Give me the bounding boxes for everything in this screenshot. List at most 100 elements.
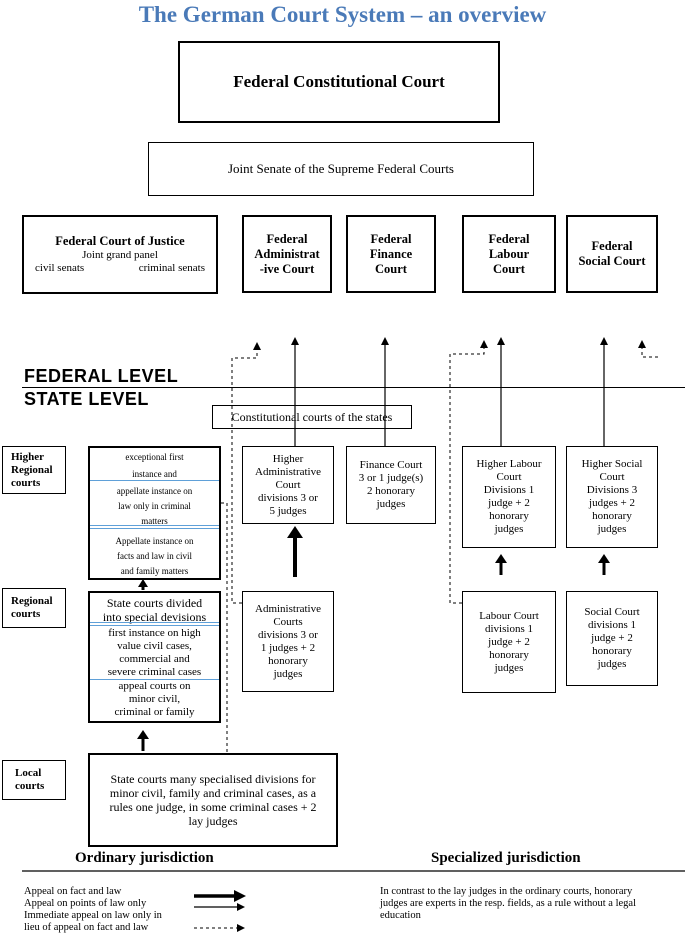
fc-line3: 2 honorary (367, 485, 415, 497)
federal-labour-court-box: Federal Labour Court (462, 215, 556, 293)
federal-court-of-justice-box: Federal Court of Justice Joint grand pan… (22, 215, 218, 294)
page-title: The German Court System – an overview (138, 2, 547, 27)
ha-line2: Administrative (255, 465, 321, 478)
hl-line2: Court (496, 471, 522, 483)
note-line1: In contrast to the lay judges in the ord… (380, 886, 633, 897)
higher-regional-court-box: exceptional first instance and appellate… (88, 446, 221, 580)
federal-level-label: FEDERAL LEVEL (24, 366, 179, 386)
local-label-line1: Local (15, 767, 42, 779)
reg-divider-2 (90, 625, 219, 626)
dashed-admin-leapfrog (231, 342, 261, 604)
joint-senate-label: Joint Senate of the Supreme Federal Cour… (227, 161, 454, 176)
hs-line5: honorary (592, 510, 632, 522)
hl-line6: judges (494, 523, 524, 535)
federal-finance-line1: Federal (370, 231, 412, 246)
state-level-label: STATE LEVEL (24, 389, 149, 409)
hr-divider-2 (90, 525, 219, 526)
ac-line5: honorary (268, 654, 308, 667)
fc-line1: Finance Court (359, 459, 423, 471)
finance-court-box: Finance Court 3 or 1 judge(s) 2 honorary… (346, 446, 436, 524)
legend-fact-law: Appeal on fact and law (24, 886, 122, 897)
note-line3: education (380, 910, 421, 921)
reg-text-b1: first instance on high (108, 627, 201, 639)
ac-line3: divisions 3 or (258, 628, 318, 641)
federal-finance-line2: Finance (369, 246, 413, 261)
local-text-4: lay judges (188, 814, 238, 828)
federal-admin-line1: Federal (266, 231, 308, 246)
lc-line5: judges (494, 661, 524, 674)
ac-line1: Administrative (255, 602, 321, 615)
reg-text-c2: minor civil, (128, 693, 181, 705)
federal-constitutional-court-label: Federal Constitutional Court (233, 72, 445, 91)
hr-text-a3: appellate instance on (116, 486, 193, 496)
state-constitutional-courts-label: Constitutional courts of the states (231, 410, 393, 424)
sc-line2: divisions 1 (588, 619, 636, 631)
fc-line2: 3 or 1 judge(s) (358, 472, 424, 484)
reg-text-c1: appeal courts on (118, 680, 191, 692)
federal-admin-line3: -ive Court (259, 261, 315, 276)
legend-immediate-2: lieu of appeal on fact and law (24, 922, 149, 933)
level-divider (22, 387, 685, 388)
hr-text-b2: facts and law in civil (117, 551, 192, 561)
social-court-box: Social Court divisions 1 judge + 2 honor… (566, 591, 658, 686)
hr-divider-3 (90, 528, 219, 529)
ac-line4: 1 judges + 2 (260, 641, 316, 654)
higher-social-court-box: Higher Social Court Divisions 3 judges +… (566, 446, 658, 548)
ha-line4: divisions 3 or (258, 491, 318, 504)
ha-line3: Court (275, 478, 301, 491)
dashed-local-to-higher (221, 502, 228, 754)
federal-finance-line3: Court (375, 261, 407, 276)
civil-senats-label: civil senats (35, 262, 85, 274)
lc-line4: honorary (489, 648, 529, 661)
reg-text-a1: State courts divided (106, 596, 203, 610)
local-text-2: minor civil, family and criminal cases, … (109, 786, 317, 800)
higher-label-line2: Regional (11, 463, 53, 476)
federal-labour-line1: Federal (488, 231, 530, 246)
hl-line1: Higher Labour (476, 458, 542, 470)
federal-administrative-court-box: Federal Administrat -ive Court (242, 215, 332, 293)
regional-courts-label-box: Regional courts (2, 588, 66, 628)
specialized-jurisdiction-label: Specialized jurisdiction (431, 850, 581, 866)
hs-line2: Court (599, 471, 625, 483)
higher-regional-courts-label-box: Higher Regional courts (2, 446, 66, 494)
higher-label-line3: courts (11, 476, 41, 489)
sc-line1: Social Court (584, 606, 640, 618)
federal-social-line2: Social Court (578, 254, 646, 268)
local-courts-label-box: Local courts (2, 760, 66, 800)
legend-immediate-1: Immediate appeal on law only in (24, 910, 162, 921)
federal-constitutional-court-box: Federal Constitutional Court (178, 41, 500, 123)
hr-divider-1 (90, 480, 219, 481)
sc-line5: judges (597, 658, 627, 670)
hl-line4: judge + 2 (488, 497, 530, 509)
regional-label-line2: courts (11, 608, 41, 620)
ha-line1: Higher (272, 452, 304, 465)
local-label-line2: courts (15, 780, 45, 792)
ac-line2: Courts (273, 615, 303, 628)
fc-line4: judges (376, 498, 406, 510)
sc-line4: honorary (592, 645, 632, 657)
local-text-1: State courts many specialised divisions … (110, 772, 316, 786)
lc-line3: judge + 2 (488, 635, 530, 648)
criminal-senats-label: criminal senats (138, 262, 205, 274)
federal-admin-line2: Administrat (254, 246, 320, 261)
regional-label-line1: Regional (11, 595, 53, 607)
ac-line6: judges (273, 667, 303, 680)
ordinary-jurisdiction-label: Ordinary jurisdiction (75, 850, 214, 866)
legend: Appeal on fact and law Appeal on points … (24, 886, 162, 934)
federal-social-line1: Federal (591, 239, 633, 253)
hr-text-a1: exceptional first (125, 452, 184, 462)
federal-labour-line2: Labour (488, 246, 530, 261)
ha-line5: 5 judges (269, 504, 307, 517)
hr-text-a5: matters (141, 516, 168, 526)
hr-text-b3: and family matters (120, 566, 189, 576)
regional-court-box: State courts divided into special devisi… (88, 591, 221, 723)
joint-senate-box: Joint Senate of the Supreme Federal Cour… (148, 142, 534, 196)
higher-label-line1: Higher (11, 450, 44, 463)
higher-labour-court-box: Higher Labour Court Divisions 1 judge + … (462, 446, 556, 548)
hr-text-a4: law only in criminal (118, 501, 191, 511)
joint-grand-panel-label: Joint grand panel (82, 249, 158, 261)
dashed-labour-leapfrog (449, 340, 488, 604)
hs-line3: Divisions 3 (586, 484, 638, 496)
state-constitutional-courts-box: Constitutional courts of the states (212, 405, 412, 429)
